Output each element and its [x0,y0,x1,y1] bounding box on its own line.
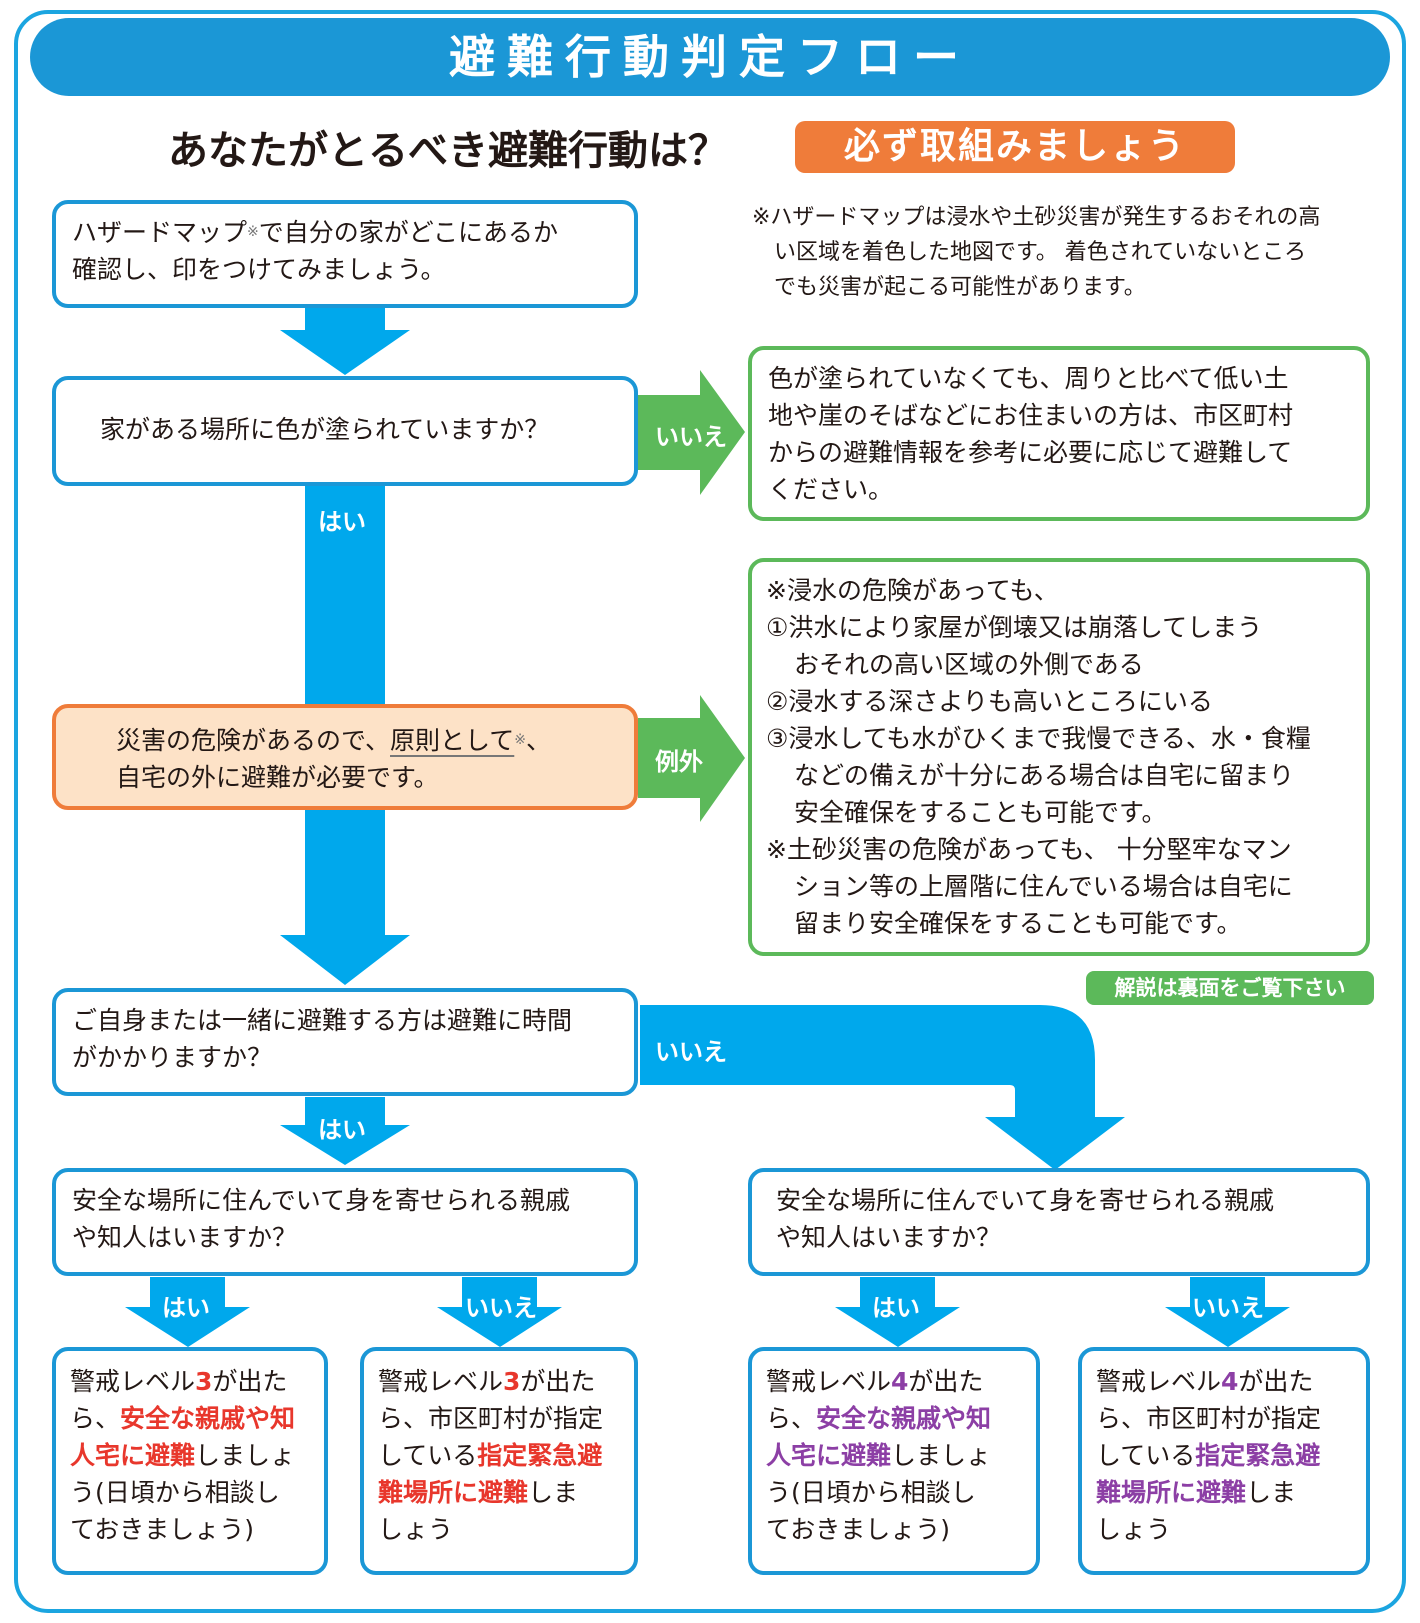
arrow-step1-down [280,307,410,375]
evacuation-required-box: 災害の危険があるので、原則として※、 自宅の外に避難が必要です。 [52,704,638,810]
exception-conditions-box: ※浸水の危険があっても、 ①洪水により家屋が倒壊又は崩落してしまう おそれの高い… [748,558,1370,956]
label-no-colored: いいえ [655,423,727,451]
label-exception: 例外 [655,748,703,776]
question-relatives-right: 安全な場所に住んでいて身を寄せられる親戚 や知人はいますか？ [748,1168,1370,1276]
label-yes-colored: はい [318,508,366,536]
question-colored-area: 家がある場所に色が塗られていますか？ [52,376,638,486]
arrow-no-color-right [638,370,745,495]
step-check-hazard-map: ハザードマップ※で自分の家がどこにあるか 確認し、印をつけてみましょう。 [52,200,638,308]
hazard-map-footnote: ※ハザードマップは浸水や土砂災害が発生するおそれの高 い区域を着色した地図です。… [752,205,1321,300]
arrow-yes-trunk [305,485,385,705]
label-yes-left: はい [162,1294,210,1322]
see-back-badge: 解説は裏面をご覧下さい [1086,971,1374,1005]
arrow-exception-right [638,695,745,822]
result-level4-relatives: 警戒レベル4が出た ら、安全な親戚や知 人宅に避難しましょ う(日頃から相談し … [748,1347,1040,1575]
must-do-badge: 必ず取組みましょう [795,121,1235,173]
arrow-time-no [640,1005,1125,1170]
arrow-time-yes [280,1097,410,1165]
label-yes-time: はい [318,1116,366,1144]
result-level3-relatives: 警戒レベル3が出た ら、安全な親戚や知 人宅に避難しましょ う(日頃から相談し … [52,1347,328,1575]
label-no-time: いいえ [655,1038,727,1066]
result-level4-shelter: 警戒レベル4が出た ら、市区町村が指定 している指定緊急避 難場所に避難しま し… [1078,1347,1370,1575]
question-evacuation-time: ご自身または一緒に避難する方は避難に時間 がかかりますか？ [52,988,638,1096]
result-level3-shelter: 警戒レベル3が出た ら、市区町村が指定 している指定緊急避 難場所に避難しま し… [360,1347,638,1575]
label-no-right: いいえ [1192,1294,1264,1322]
principle-underline: 原則として [390,726,515,755]
arrow-left-yes [125,1277,250,1347]
no-color-advice-box: 色が塗られていなくても、周りと比べて低い土 地や崖のそばなどにお住まいの方は、市… [748,346,1370,521]
arrow-danger-down [280,808,410,985]
page-title: 避難行動判定フロー [30,18,1390,96]
label-no-left: いいえ [465,1294,537,1322]
arrow-right-yes [835,1277,960,1347]
label-yes-right: はい [872,1294,920,1322]
question-relatives-left: 安全な場所に住んでいて身を寄せられる親戚 や知人はいますか？ [52,1168,638,1276]
arrow-right-no [1165,1277,1290,1347]
arrow-left-no [437,1277,562,1347]
headline: あなたがとるべき避難行動は？ [168,128,728,174]
